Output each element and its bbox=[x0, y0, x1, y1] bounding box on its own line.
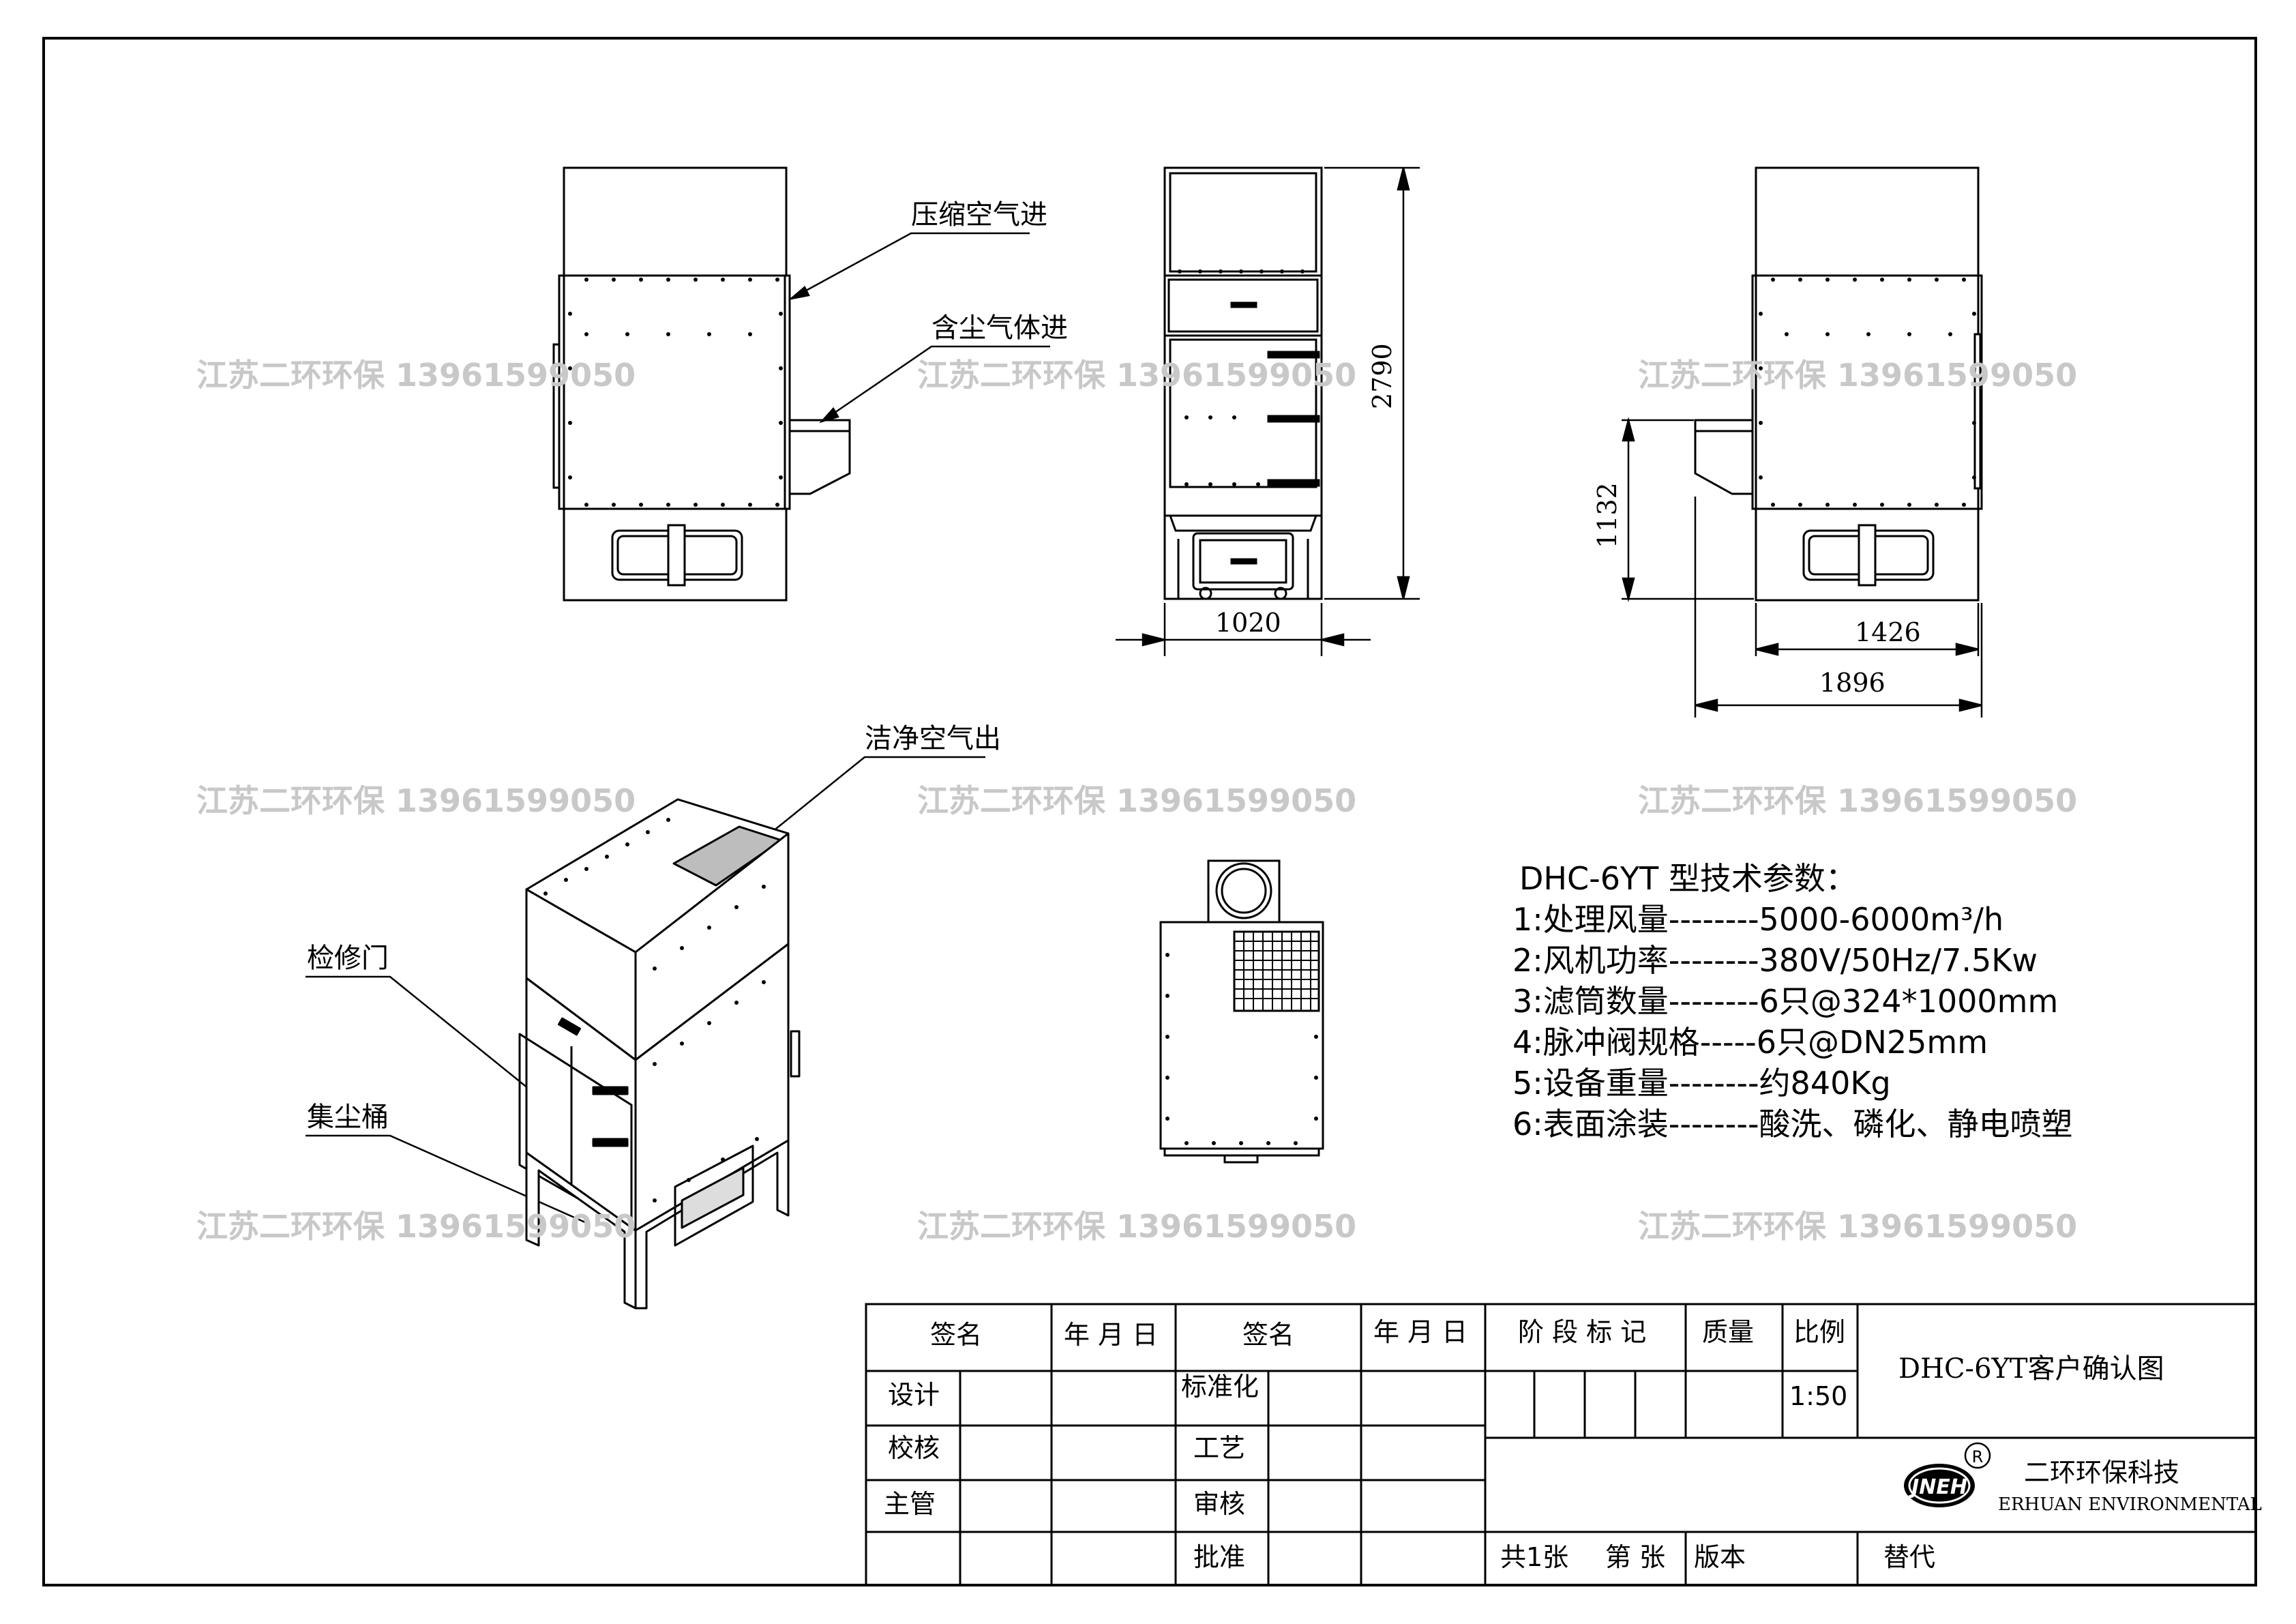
tb-approve: 批准 bbox=[1193, 1542, 1245, 1572]
watermark: 江苏二环环保 13961599050 bbox=[917, 357, 1356, 394]
back-view-bolts bbox=[1759, 278, 1976, 507]
callout-dust-bin: 集尘桶 bbox=[307, 1102, 389, 1133]
tb-sign-header-2: 签名 bbox=[1242, 1320, 1294, 1350]
tb-supervisor: 主管 bbox=[884, 1489, 936, 1519]
callout-clean-air-out: 洁净空气出 bbox=[865, 723, 1001, 754]
svg-text:R: R bbox=[1972, 1447, 1984, 1466]
watermark: 江苏二环环保 13961599050 bbox=[196, 1208, 636, 1245]
dimension-body-width-label: 1426 bbox=[1855, 617, 1921, 647]
watermark: 江苏二环环保 13961599050 bbox=[1638, 1208, 2077, 1245]
tb-sheets-total: 共1张 bbox=[1500, 1542, 1568, 1572]
top-view-bolts bbox=[1165, 953, 1318, 1145]
callout-dusty-gas-in: 含尘气体进 bbox=[931, 312, 1068, 344]
spec-item-pulse-valve: 4:脉冲阀规格-----6只@DN25mm bbox=[1512, 1024, 1988, 1061]
spec-title: DHC-6YT 型技术参数： bbox=[1519, 860, 1857, 897]
spec-item-filter-count: 3:滤筒数量--------6只@324*1000mm bbox=[1512, 983, 2058, 1020]
tb-check: 校核 bbox=[888, 1433, 940, 1463]
watermark: 江苏二环环保 13961599050 bbox=[196, 782, 636, 819]
callout-leaders bbox=[305, 232, 1050, 1224]
callout-access-door: 检修门 bbox=[307, 943, 389, 974]
tb-date-header-2: 年 月 日 bbox=[1373, 1317, 1467, 1347]
watermark: 江苏二环环保 13961599050 bbox=[196, 357, 636, 394]
front-view bbox=[552, 166, 851, 602]
spec-item-fan-power: 2:风机功率--------380V/50Hz/7.5Kw bbox=[1512, 942, 2038, 979]
tb-scale-label: 比例 bbox=[1793, 1317, 1845, 1347]
tb-date-header: 年 月 日 bbox=[1064, 1320, 1158, 1350]
dimension-overall-width-label: 1896 bbox=[1819, 668, 1885, 698]
back-view bbox=[1694, 166, 1983, 602]
tb-company-cn: 二环环保科技 bbox=[2024, 1458, 2179, 1488]
spec-item-coating: 6:表面涂装--------酸洗、磷化、静电喷塑 bbox=[1512, 1106, 2073, 1142]
tb-drawing-title: DHC-6YT客户确认图 bbox=[1898, 1353, 2164, 1385]
tb-sign-header: 签名 bbox=[930, 1320, 982, 1350]
tb-process: 工艺 bbox=[1193, 1433, 1245, 1463]
svg-text:JNEH: JNEH bbox=[1908, 1475, 1967, 1499]
tb-sheet-number: 第 张 bbox=[1605, 1542, 1665, 1572]
watermark: 江苏二环环保 13961599050 bbox=[1638, 357, 2077, 394]
dimension-inlet-height-label: 1132 bbox=[1592, 482, 1622, 548]
callout-compressed-air-in: 压缩空气进 bbox=[911, 199, 1047, 231]
watermark: 江苏二环环保 13961599050 bbox=[917, 1208, 1356, 1245]
tb-stage-mark: 阶 段 标 记 bbox=[1518, 1317, 1646, 1347]
tb-design: 设计 bbox=[888, 1380, 940, 1410]
isometric-bolts bbox=[543, 818, 766, 1202]
spec-item-airflow: 1:处理风量--------5000-6000m³/h bbox=[1512, 901, 2003, 938]
watermarks: 江苏二环环保 13961599050 江苏二环环保 13961599050 江苏… bbox=[196, 357, 2077, 1245]
dimension-2790 bbox=[1324, 166, 1420, 600]
tb-review: 审核 bbox=[1193, 1489, 1245, 1519]
isometric-view bbox=[518, 798, 801, 1310]
tb-scale-value: 1:50 bbox=[1789, 1381, 1847, 1411]
dimension-1132 bbox=[1622, 417, 1754, 602]
dimension-1896 bbox=[1694, 497, 1983, 718]
dimension-height-label: 2790 bbox=[1367, 343, 1397, 409]
tb-version: 版本 bbox=[1694, 1542, 1746, 1572]
side-view-bolts bbox=[1178, 269, 1304, 486]
dimension-width-side-label: 1020 bbox=[1215, 608, 1281, 638]
tb-replace: 替代 bbox=[1883, 1542, 1935, 1572]
company-logo: JNEH R bbox=[1904, 1442, 1991, 1507]
dimension-1020 bbox=[1116, 603, 1371, 656]
watermark: 江苏二环环保 13961599050 bbox=[1638, 782, 2077, 819]
tb-company-en: ERHUAN ENVIRONMENTAL bbox=[1998, 1494, 2262, 1515]
tb-mass: 质量 bbox=[1702, 1317, 1754, 1347]
title-block-grid bbox=[865, 1303, 2257, 1586]
watermark: 江苏二环环保 13961599050 bbox=[917, 782, 1356, 819]
dimension-1426 bbox=[1755, 603, 1980, 656]
top-view-grille bbox=[1234, 932, 1319, 1011]
tb-standardization: 标准化 bbox=[1181, 1372, 1259, 1402]
front-view-bolts bbox=[568, 278, 783, 507]
spec-item-weight: 5:设备重量--------约840Kg bbox=[1512, 1065, 1891, 1102]
